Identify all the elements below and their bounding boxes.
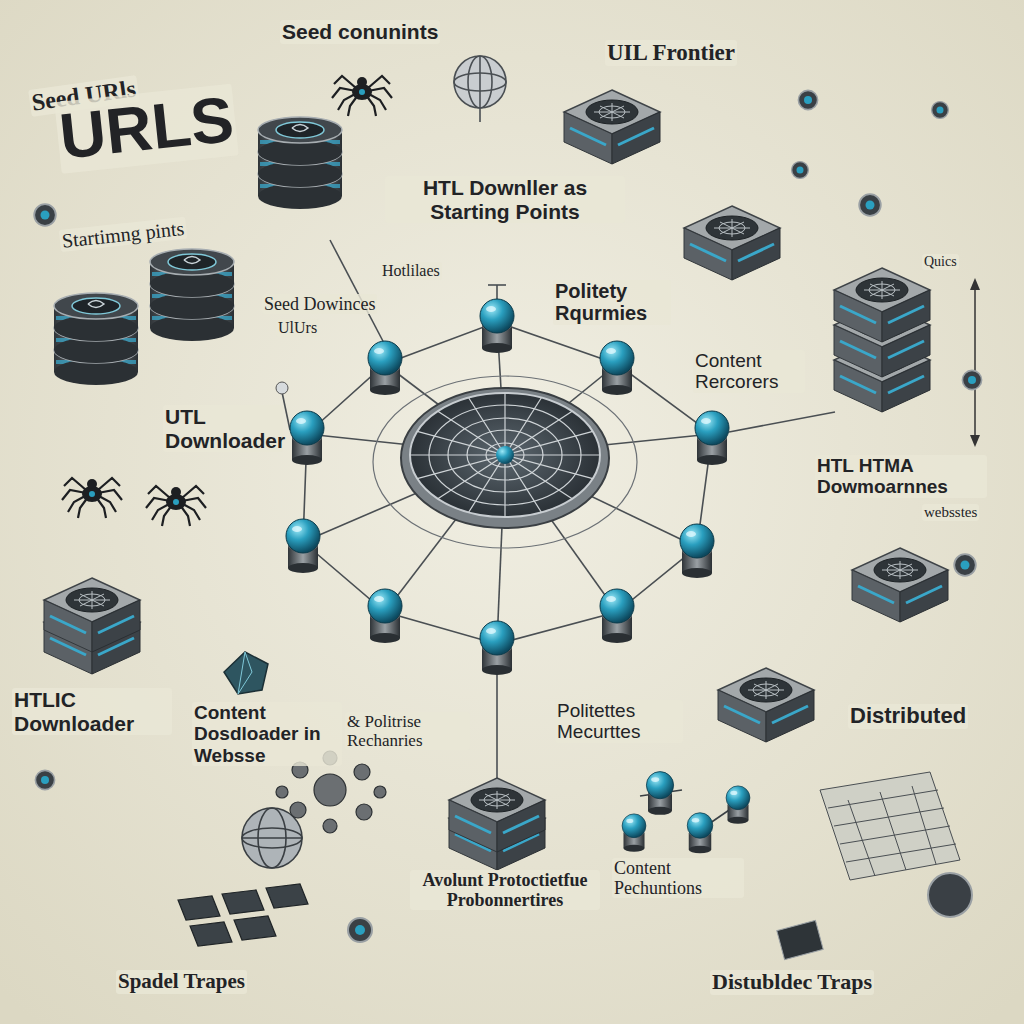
label-holder: Spadel Trapes <box>116 970 247 994</box>
section-heading: Seed conunints <box>280 20 440 44</box>
part-label: Quics <box>922 254 959 270</box>
section-heading: Distributed <box>848 704 968 729</box>
part-label: websstes <box>922 504 979 521</box>
section-heading: Distubldec Traps <box>710 970 874 995</box>
label-holder: Content Dosdloader in Websse <box>192 702 342 766</box>
label-holder: Content Rercorers <box>693 350 805 393</box>
part-label: Content Pechuntions <box>612 858 744 898</box>
part-label: HTL Downller as Starting Points <box>385 176 625 223</box>
part-label: Seed Dowinces <box>262 294 377 314</box>
part-label: HTL HTMA Dowmoarnnes <box>815 455 987 498</box>
label-holder: Quics <box>922 252 959 270</box>
part-label: Hotlilaes <box>380 262 442 280</box>
part-label: Content Rercorers <box>693 350 805 393</box>
label-holder: Avolunt Protoctietfue Probonnertires <box>410 870 600 910</box>
part-label: HTLIC Downloader <box>12 688 172 735</box>
label-holder: Content Pechuntions <box>612 858 744 898</box>
label-holder: Seed conunints <box>280 20 440 44</box>
part-label: Politettes Mecurttes <box>555 700 683 743</box>
part-label: UTL Downloader <box>163 405 283 452</box>
part-label: & Politrise Rechanries <box>345 712 470 750</box>
section-heading: Spadel Trapes <box>116 970 247 994</box>
label-holder: Hotlilaes <box>380 262 442 280</box>
label-holder: UlUrs <box>276 319 319 337</box>
label-holder: UTL Downloader <box>163 405 283 452</box>
label-holder: Distributed <box>848 704 968 729</box>
label-holder: Distubldec Traps <box>710 970 874 995</box>
part-label: Content Dosdloader in Websse <box>192 702 342 766</box>
label-holder: Seed Dowinces <box>262 294 377 314</box>
label-holder: websstes <box>922 503 979 521</box>
label-holder: HTL Downller as Starting Points <box>385 176 625 223</box>
section-heading: UIL Frontier <box>605 40 737 66</box>
label-holder: Politettes Mecurttes <box>555 700 683 743</box>
label-holder: HTL HTMA Dowmoarnnes <box>815 455 987 498</box>
part-label: Politety Rqurmies <box>553 280 671 325</box>
part-label: UlUrs <box>276 319 319 337</box>
label-holder: UIL Frontier <box>605 40 737 66</box>
label-holder: Politety Rqurmies <box>553 280 671 325</box>
label-holder: & Politrise Rechanries <box>345 712 470 750</box>
part-label: Avolunt Protoctietfue Probonnertires <box>410 870 600 910</box>
label-holder: HTLIC Downloader <box>12 688 172 735</box>
